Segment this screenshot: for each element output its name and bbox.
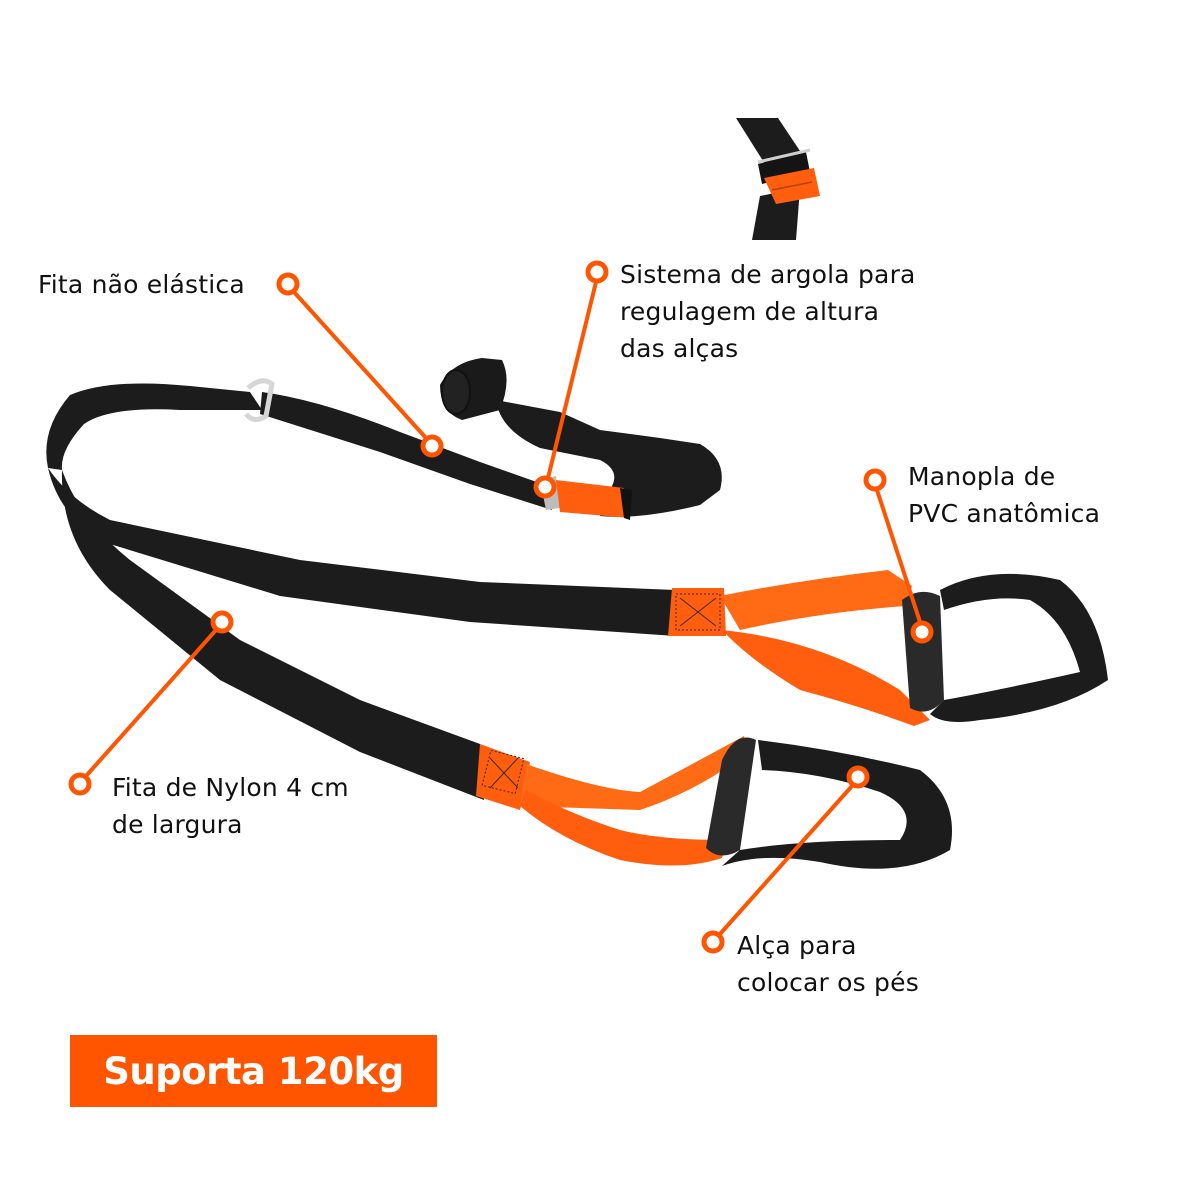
pvc-handle-icon bbox=[706, 737, 756, 856]
callout-line: Fita de Nylon 4 cm bbox=[112, 773, 349, 802]
upper-handle-assembly bbox=[668, 570, 1108, 726]
callout-dot-icon bbox=[585, 260, 609, 284]
callout-dot-icon bbox=[210, 610, 234, 634]
callout-dot-icon bbox=[276, 272, 300, 296]
callout-dot-icon bbox=[701, 930, 725, 954]
callout-line: Alça para bbox=[737, 931, 857, 960]
capacity-badge-label: Suporta 120kg bbox=[103, 1049, 404, 1093]
lower-handle-assembly bbox=[476, 736, 952, 869]
callout-dot-icon bbox=[68, 772, 92, 796]
metal-ring-icon bbox=[757, 148, 811, 164]
callout-line: Sistema de argola para bbox=[620, 260, 916, 289]
upper-strap bbox=[46, 378, 632, 520]
callout-dot-icon bbox=[533, 475, 557, 499]
d-ring-icon bbox=[244, 378, 275, 422]
foot-loop-icon bbox=[722, 740, 952, 869]
callout-line: das alças bbox=[620, 334, 739, 363]
callout-fita-nao-elastica: Fita não elástica bbox=[38, 266, 245, 303]
callout-sistema-argola: Sistema de argola para regulagem de altu… bbox=[620, 256, 916, 367]
callout-dot-icon bbox=[863, 468, 887, 492]
long-strap bbox=[48, 468, 676, 800]
callout-alca-pes: Alça para colocar os pés bbox=[737, 927, 919, 1001]
buckle-detail-inset bbox=[736, 118, 820, 240]
callout-line: de largura bbox=[112, 810, 243, 839]
callout-dot-icon bbox=[420, 434, 444, 458]
callout-fita-nylon: Fita de Nylon 4 cm de largura bbox=[112, 769, 349, 843]
callout-dot-icon bbox=[846, 765, 870, 789]
callout-line: regulagem de altura bbox=[620, 297, 880, 326]
callout-line: Manopla de bbox=[908, 462, 1056, 491]
pvc-handle-icon bbox=[902, 591, 944, 712]
callout-line: Fita não elástica bbox=[38, 270, 245, 299]
callout-line: PVC anatômica bbox=[908, 499, 1101, 528]
hand-loop bbox=[930, 573, 1108, 722]
callout-dot-icon bbox=[910, 620, 934, 644]
callout-markers bbox=[68, 260, 934, 954]
callout-line: colocar os pés bbox=[737, 968, 919, 997]
capacity-badge: Suporta 120kg bbox=[70, 1035, 437, 1107]
callout-manopla-pvc: Manopla de PVC anatômica bbox=[908, 458, 1100, 532]
rolled-strap-icon bbox=[440, 358, 722, 517]
callout-leader-lines bbox=[84, 281, 922, 936]
